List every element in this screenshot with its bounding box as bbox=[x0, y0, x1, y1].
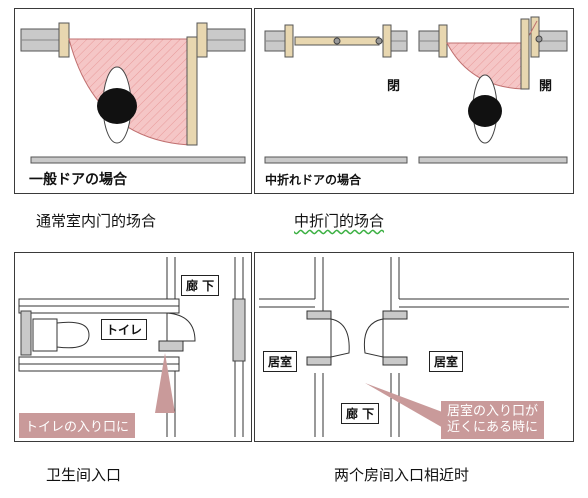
toilet-callout: トイレの入り口に bbox=[19, 413, 136, 438]
rooms-diagram bbox=[259, 257, 569, 437]
toilet-diagram bbox=[18, 257, 246, 437]
caption-folding: 中折门的场合 bbox=[294, 212, 385, 230]
open-label: 開 bbox=[539, 79, 553, 94]
toilet-room-label: トイレ bbox=[101, 319, 148, 340]
caption-normal: 通常室内门的场合 bbox=[36, 212, 157, 230]
door-leaf bbox=[186, 36, 198, 146]
room-right-label: 居室 bbox=[429, 351, 464, 372]
normal-door-panel: 一般ドアの場合 bbox=[14, 8, 252, 194]
normal-door-title: 一般ドアの場合 bbox=[29, 172, 127, 188]
toilet-panel: トイレ 廊 下 トイレの入り口に bbox=[14, 252, 252, 442]
toilet-corridor-label: 廊 下 bbox=[181, 275, 220, 296]
room-left-label: 居室 bbox=[263, 351, 298, 372]
toilet-bowl bbox=[56, 321, 90, 349]
caption-toilet: 卫生间入口 bbox=[46, 466, 122, 484]
rooms-panel: 居室 居室 廊 下 居室の入り口が 近くにある時に bbox=[254, 252, 574, 442]
folding-door-panel: 閉 開 中折れドアの場合 bbox=[254, 8, 574, 194]
caption-rooms: 两个房间入口相近时 bbox=[334, 466, 470, 484]
folding-door-diagram bbox=[264, 16, 568, 164]
folding-door-open bbox=[520, 18, 530, 90]
person-head bbox=[97, 88, 137, 124]
normal-door-diagram bbox=[20, 22, 246, 164]
left-room-door bbox=[330, 318, 350, 358]
rooms-callout-line2: 近くにある時に bbox=[447, 420, 539, 435]
rooms-corridor-label: 廊 下 bbox=[341, 403, 380, 424]
closed-label: 閉 bbox=[387, 79, 401, 94]
person-head-2 bbox=[468, 95, 502, 127]
rooms-callout: 居室の入り口が 近くにある時に bbox=[441, 401, 545, 439]
folding-door-title: 中折れドアの場合 bbox=[265, 173, 362, 187]
toilet-door-swing bbox=[166, 312, 196, 342]
rooms-callout-line1: 居室の入り口が bbox=[447, 404, 539, 419]
right-room-door bbox=[363, 318, 384, 358]
